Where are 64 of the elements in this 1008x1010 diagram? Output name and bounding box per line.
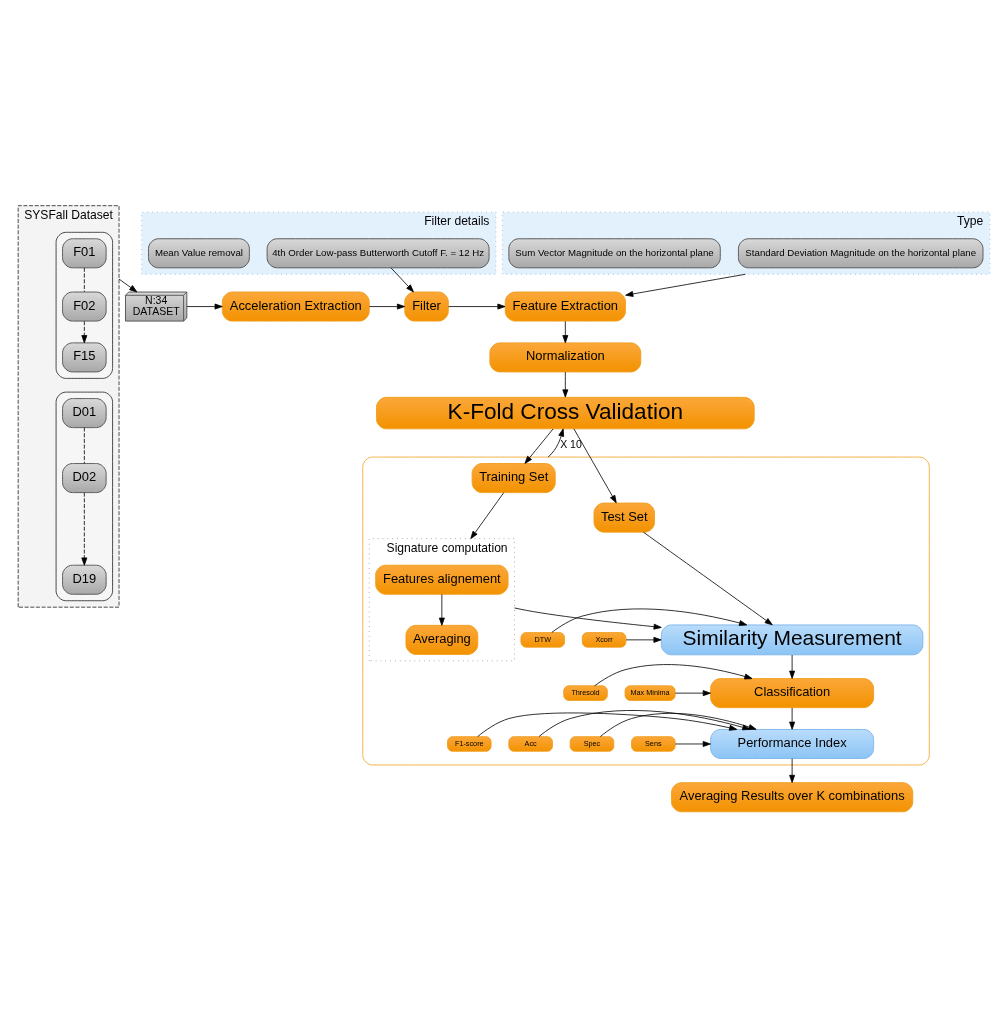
node-box: 4th Order Low-pass Butterworth Cutoff F. = 12 Hz (266, 237, 490, 268)
node-box: Performance Index (710, 728, 875, 759)
arrow (118, 278, 138, 292)
node-box: Xcorr (581, 631, 627, 648)
node-box: Standard Deviation Magnitude on the horizontal plane (737, 237, 984, 268)
arrow (599, 712, 757, 737)
node-box: Sum Vector Magnitude on the horizontal plane (508, 237, 721, 268)
node-box: Filter (404, 291, 449, 322)
node-box: Spec (569, 735, 615, 752)
arrow (625, 273, 746, 297)
node-box: Mean Value removal (148, 237, 250, 268)
node-box: Training Set (471, 462, 556, 493)
arrow (789, 707, 796, 730)
node-box: D19 (62, 564, 107, 595)
node-box: Acc (508, 735, 553, 752)
cluster (55, 231, 113, 379)
arrow (81, 491, 88, 566)
node-box: Thresold (563, 684, 608, 701)
node-box: Acceleration Extraction (221, 291, 370, 322)
arrow (547, 428, 565, 457)
node-box: Averaging Results over K combinations (670, 781, 914, 812)
node-box: Similarity Measurement (660, 623, 924, 655)
arrow (573, 427, 617, 503)
arrow (186, 303, 223, 309)
arrow (470, 491, 505, 539)
connector (83, 426, 85, 464)
arrow (368, 303, 406, 309)
node-box: Test Set (593, 502, 655, 533)
node-box: Feature Extraction (504, 291, 626, 322)
cluster (55, 391, 113, 601)
arrow (562, 371, 569, 397)
arrow (477, 712, 738, 737)
node-box: D02 (62, 462, 107, 493)
arrow (643, 531, 773, 625)
node-box: Max Minima (624, 684, 676, 701)
node-box: Classification (710, 677, 875, 708)
arrow (562, 320, 569, 343)
arrow (674, 740, 711, 747)
arrow (625, 636, 662, 643)
node-box: Sens (631, 735, 676, 752)
node-box: Averaging (405, 624, 479, 655)
node-box: K-Fold Cross Validation (376, 396, 755, 429)
node-box: D01 (62, 397, 107, 428)
arrow (674, 689, 711, 696)
node-box: Features alignement (375, 564, 509, 595)
arrow (448, 303, 506, 309)
arrow (81, 320, 88, 343)
node-box: F15 (62, 341, 107, 372)
arrow (524, 428, 554, 464)
node-box: F1-score (447, 735, 492, 752)
node-box: F01 (62, 237, 107, 268)
connector (83, 267, 85, 292)
node-box: F02 (62, 291, 107, 322)
arrow (438, 593, 445, 626)
arrow (789, 654, 796, 679)
arrow (789, 757, 796, 783)
arrow (538, 709, 751, 737)
arrow (551, 608, 748, 633)
node-box: Normalization (489, 341, 642, 372)
arrow (390, 267, 414, 292)
arrow (594, 663, 753, 686)
arrow (514, 607, 662, 630)
edge-label: X 10 (560, 438, 582, 450)
node-box: DTW (520, 631, 565, 648)
